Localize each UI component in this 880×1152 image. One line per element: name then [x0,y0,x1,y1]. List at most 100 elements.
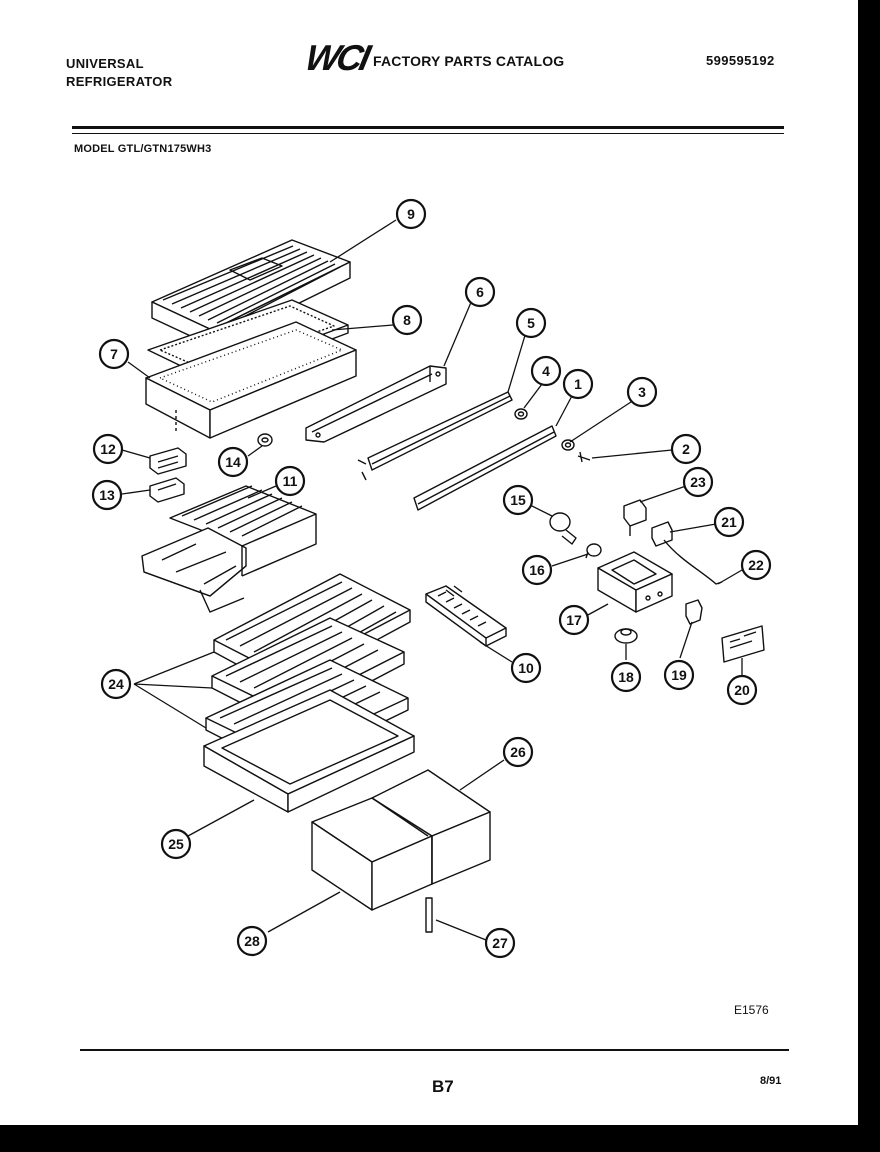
part-20-label-plate [721,625,765,663]
part-12-clip [149,447,187,475]
callout-circle [236,925,268,957]
model-number: MODEL GTL/GTN175WH3 [74,143,212,155]
footer-rule [80,1049,789,1051]
callout-number: 19 [671,667,687,683]
callout-number: 28 [244,933,260,949]
catalog-number: 599595192 [706,53,775,68]
callout-circle [713,506,745,538]
part-7-tray [145,321,357,439]
callout-number: 1 [574,376,582,392]
callout-circle [726,674,758,706]
callout-circle [502,736,534,768]
callout-23: 23 [682,466,714,498]
callout-circle [91,479,123,511]
callout-number: 27 [492,935,508,951]
callout-number: 26 [510,744,526,760]
callout-number: 24 [108,676,124,692]
brand-line-1: UNIVERSAL [66,56,144,71]
catalog-title: FACTORY PARTS CATALOG [373,53,565,69]
callout-4: 4 [530,355,562,387]
part-11-wire-shelf [141,485,317,613]
callout-8: 8 [391,304,423,336]
callout-5: 5 [515,307,547,339]
part-2-screw [577,451,591,463]
callout-circle [274,465,306,497]
callout-number: 22 [748,557,764,573]
callout-circle [610,661,642,693]
callout-circle [217,446,249,478]
callout-circle [502,484,534,516]
callout-circle [558,604,590,636]
callout-number: 10 [518,660,534,676]
callout-number: 14 [225,454,241,470]
callout-10: 10 [510,652,542,684]
header-rule-top [72,126,784,129]
callout-9: 9 [395,198,427,230]
callout-circle [464,276,496,308]
callout-number: 15 [510,492,526,508]
callout-circle [510,652,542,684]
callout-circle [740,549,772,581]
callout-circle [100,668,132,700]
part-5-rail [357,391,513,481]
part-19-clip [685,599,703,625]
part-14-knob [257,433,273,447]
callout-number: 5 [527,315,535,331]
callout-circle [663,659,695,691]
callout-11: 11 [274,465,306,497]
callout-number: 11 [283,473,298,489]
callout-number: 13 [99,487,115,503]
part-13-clip [149,477,185,503]
callout-7: 7 [98,338,130,370]
callout-circle [98,338,130,370]
callout-number: 18 [618,669,634,685]
callout-circle [562,368,594,400]
callout-16: 16 [521,554,553,586]
callout-circle [682,466,714,498]
callout-17: 17 [558,604,590,636]
callout-28: 28 [236,925,268,957]
part-23-switch [623,499,647,536]
callout-27: 27 [484,927,516,959]
callout-24: 24 [100,668,132,700]
callout-1: 1 [562,368,594,400]
callout-26: 26 [502,736,534,768]
callout-circle [521,554,553,586]
part-10-ice-tray [425,585,507,647]
part-6-bracket [305,365,447,443]
callout-12: 12 [92,433,124,465]
brand-line-2: REFRIGERATOR [66,74,173,89]
callout-number: 4 [542,363,550,379]
callout-19: 19 [663,659,695,691]
callout-number: 23 [690,474,706,490]
callout-25: 25 [160,828,192,860]
callout-14: 14 [217,446,249,478]
callout-circle [670,433,702,465]
parts-catalog-page: UNIVERSAL REFRIGERATOR WCI FACTORY PARTS… [0,0,858,1125]
callout-number: 25 [168,836,184,852]
callout-circle [626,376,658,408]
part-16-socket [585,543,602,559]
callout-circle [391,304,423,336]
callout-circle [160,828,192,860]
callout-circle [395,198,427,230]
callout-number: 17 [566,612,582,628]
callout-number: 16 [529,562,545,578]
part-4-nut [514,408,528,420]
callout-circle [515,307,547,339]
callout-number: 7 [110,346,118,362]
catalog-date: 8/91 [760,1075,782,1087]
callout-number: 6 [476,284,484,300]
callout-22: 22 [740,549,772,581]
callout-number: 12 [100,441,116,457]
part-1-rail [413,425,557,511]
callout-3: 3 [626,376,658,408]
part-26-crisper-pan [311,769,491,911]
part-27-divider [425,897,433,933]
part-21-thermostat [651,521,723,585]
leader-lines [121,219,743,941]
part-15-bulb [549,512,577,545]
callout-15: 15 [502,484,534,516]
callout-13: 13 [91,479,123,511]
callout-circle [484,927,516,959]
